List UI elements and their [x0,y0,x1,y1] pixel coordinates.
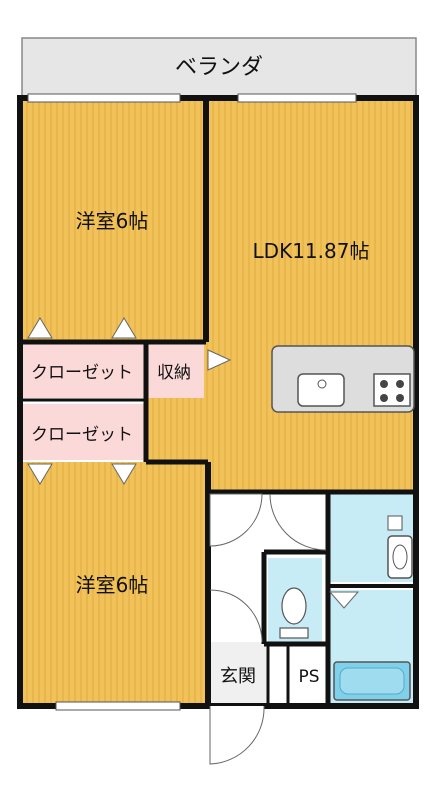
storage-label: 収納 [157,363,191,383]
closet-bottom-label: クローゼット [31,425,133,445]
stove-icon [373,373,411,407]
ps-area [290,648,326,704]
bedroom-top-floor [22,100,206,342]
balcony-label: ベランダ [175,55,263,80]
closet-bottom-area [22,404,144,460]
ldk-floor [206,100,414,492]
entrance-label: 玄関 [220,666,256,687]
ldk-label: LDK11.87帖 [253,239,370,263]
washbasin-icon [387,535,413,579]
storage-area [144,342,204,398]
entrance-area [208,642,268,704]
bedroom-top-label: 洋室6帖 [76,209,149,233]
bedroom-bottom-floor [22,462,208,706]
ps-label: PS [298,667,319,687]
toilet-tank-icon [279,627,309,639]
bedroom-bottom-label: 洋室6帖 [76,573,149,597]
balcony-area [21,37,417,97]
toilet-icon [281,587,307,625]
sink-icon [297,373,345,407]
closet-top-area [22,342,144,398]
closet-top-label: クローゼット [31,363,133,383]
